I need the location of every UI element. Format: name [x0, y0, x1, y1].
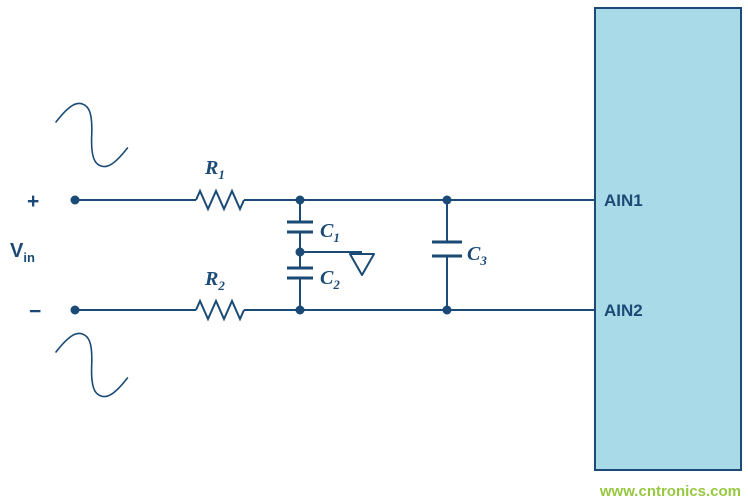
c1-label: C1 [320, 220, 340, 245]
c3-label: C3 [467, 243, 487, 268]
ain2-pin-label: AIN2 [604, 301, 643, 320]
c2-label: C2 [320, 267, 340, 292]
junction-dot [70, 305, 80, 315]
ground-icon [349, 253, 375, 276]
junction-dot [295, 247, 305, 257]
junction-dot [70, 195, 80, 205]
watermark-text: www.cntronics.com [599, 483, 741, 500]
junction-dot [295, 195, 305, 205]
adc-block [594, 7, 742, 471]
sine-wave-top-icon [55, 102, 129, 168]
r2-label: R2 [204, 268, 225, 293]
r1-label: R1 [204, 157, 225, 182]
minus-sign: − [29, 300, 41, 323]
plus-sign: + [27, 190, 39, 213]
junction-dot [442, 305, 452, 315]
vin-label: Vin [10, 240, 35, 265]
sine-wave-bottom-icon [55, 332, 129, 398]
junction-dot [442, 195, 452, 205]
ain1-pin-label: AIN1 [604, 191, 643, 210]
resistor-r2-symbol [195, 298, 245, 322]
resistor-r1-symbol [195, 188, 245, 212]
junction-dot [295, 305, 305, 315]
